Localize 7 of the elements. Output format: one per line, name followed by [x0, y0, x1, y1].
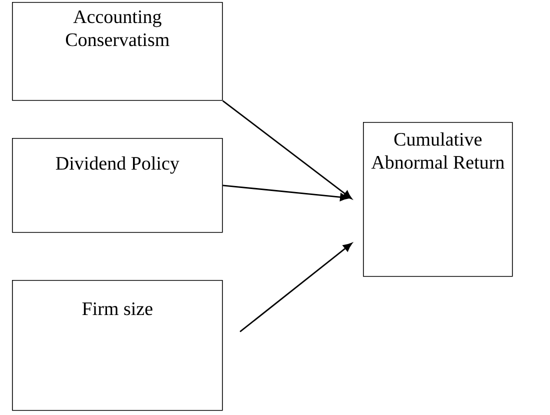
- box: Firm size: [12, 280, 223, 411]
- arrow: [222, 100, 352, 200]
- arrow: [240, 242, 352, 332]
- box: Dividend Policy: [12, 138, 223, 233]
- box: Cumulative Abnormal Return: [363, 122, 513, 277]
- arrow: [222, 184, 350, 202]
- box: Accounting Conservatism: [12, 2, 223, 101]
